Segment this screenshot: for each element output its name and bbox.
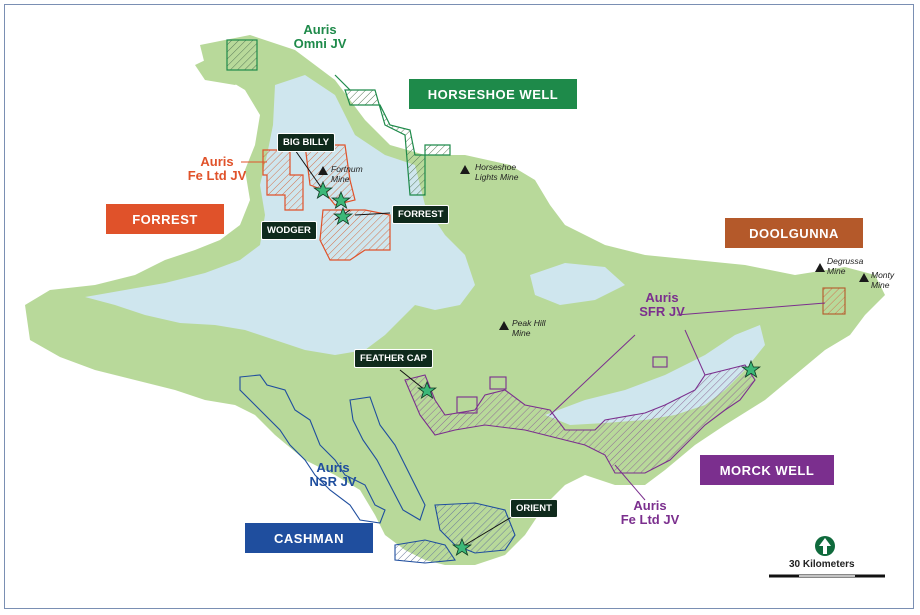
lake-main bbox=[85, 75, 475, 355]
region-cashman: CASHMAN bbox=[245, 523, 373, 553]
jv-label-fe-ltd-east: Auris Fe Ltd JV bbox=[620, 498, 680, 527]
mine-triangle-icon bbox=[318, 166, 328, 175]
prospect-tag-orient: ORIENT bbox=[510, 499, 558, 518]
star-icon bbox=[330, 190, 352, 209]
prospect-tag-feather-cap: FEATHER CAP bbox=[354, 349, 433, 368]
prospect-tag-forrest: FORREST bbox=[392, 205, 450, 224]
jv-label-fe-ltd-west: Auris Fe Ltd JV bbox=[187, 154, 247, 183]
region-horseshoe-well: HORSESHOE WELL bbox=[409, 79, 577, 109]
mine-label-peak-hill: Peak Hill Mine bbox=[512, 318, 546, 338]
region-morck-well: MORCK WELL bbox=[700, 455, 834, 485]
prospect-tag-wodger: WODGER bbox=[261, 221, 317, 240]
jv-label-sfr: Auris SFR JV bbox=[639, 290, 685, 319]
sfr-jv-tenements bbox=[404, 287, 846, 474]
leader-lines bbox=[241, 149, 826, 546]
star-icon bbox=[451, 537, 473, 556]
jv-label-omni: Auris Omni JV bbox=[293, 22, 347, 51]
region-doolgunna: DOOLGUNNA bbox=[725, 218, 863, 248]
mine-triangle-icon bbox=[499, 321, 509, 330]
fe-ltd-jv-west-tenements bbox=[262, 144, 391, 261]
map-frame: HORSESHOE WELL FORREST DOOLGUNNA MORCK W… bbox=[4, 4, 914, 609]
mine-label-horseshoe-lights: Horseshoe Lights Mine bbox=[475, 162, 519, 182]
mine-label-monty: Monty Mine bbox=[871, 270, 895, 290]
mine-triangle-icon bbox=[815, 263, 825, 272]
nsr-jv-tenements bbox=[239, 374, 516, 564]
jv-label-nsr: Auris NSR JV bbox=[309, 460, 357, 489]
star-icon bbox=[332, 206, 354, 225]
star-icon bbox=[740, 359, 762, 378]
mine-label-degrussa: Degrussa Mine bbox=[827, 256, 864, 276]
region-forrest: FORREST bbox=[106, 204, 224, 234]
lake-upper-east bbox=[530, 263, 625, 305]
mine-label-fortnum: Fortnum Mine bbox=[331, 164, 363, 184]
prospect-tag-big-billy: BIG BILLY bbox=[277, 133, 336, 152]
star-icon bbox=[416, 380, 438, 399]
map-canvas bbox=[25, 35, 885, 578]
prospect-stars bbox=[312, 180, 762, 556]
mine-triangle-icon bbox=[859, 273, 869, 282]
scale-label: 30 Kilometers bbox=[789, 559, 855, 570]
mine-triangle-icon bbox=[460, 165, 470, 174]
north-arrow-icon bbox=[815, 536, 835, 556]
star-icon bbox=[312, 180, 334, 199]
omni-jv-tenements bbox=[226, 39, 451, 196]
